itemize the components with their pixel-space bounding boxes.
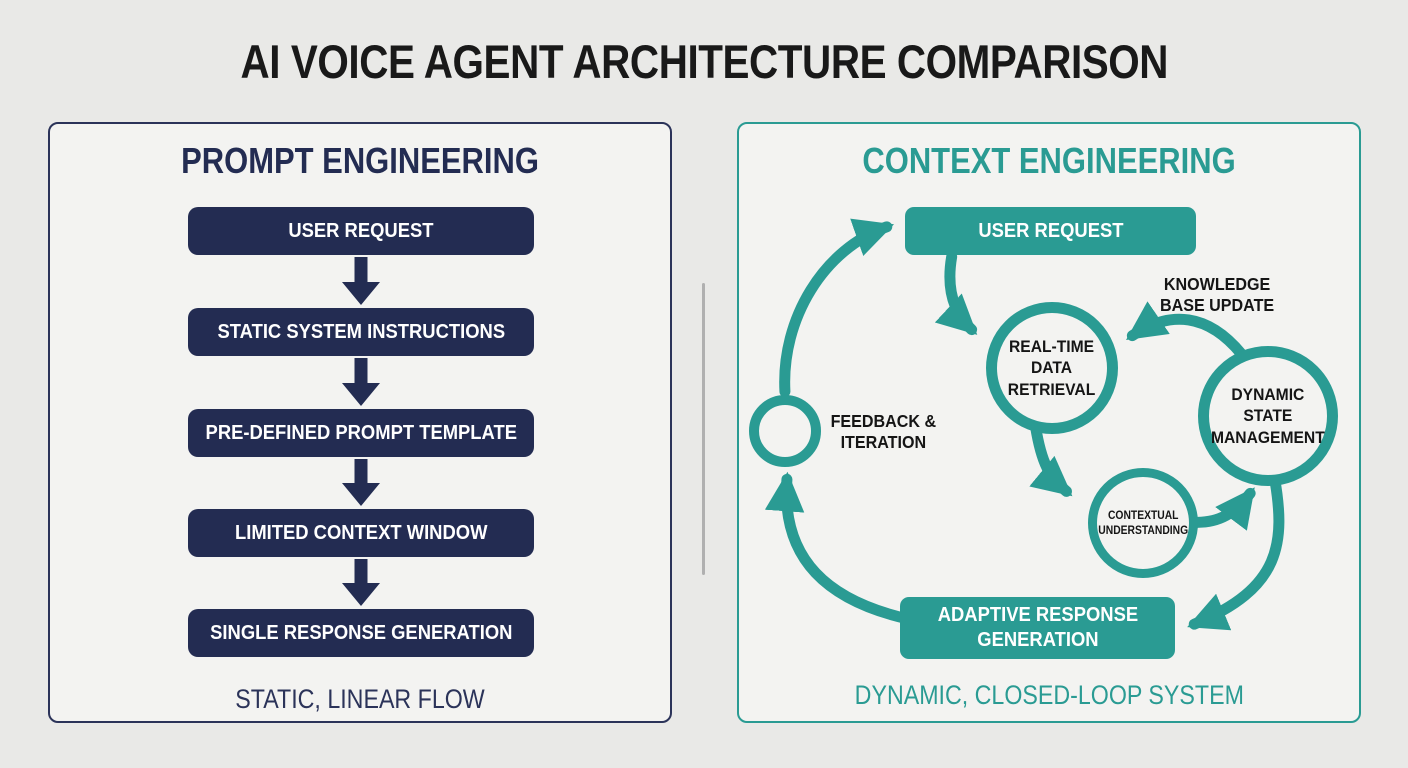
label-feedback-iteration: FEEDBACK & ITERATION: [830, 411, 937, 453]
panel-divider: [702, 283, 705, 575]
down-arrow: [342, 358, 380, 406]
flow-step-user-request: USER REQUEST: [188, 207, 534, 255]
prompt-engineering-panel: PROMPT ENGINEERING USER REQUEST STATIC S…: [48, 122, 672, 723]
arrow-contextual-to-dynamic: [1191, 487, 1256, 531]
arrow-adaptive-to-feedback: [764, 471, 915, 625]
arrow-feedback-to-user-request: [779, 218, 895, 398]
node-real-time-data-retrieval: REAL-TIME DATA RETRIEVAL: [986, 302, 1118, 434]
down-arrow: [342, 459, 380, 506]
down-arrow: [342, 257, 380, 305]
label-knowledge-base-update: KNOWLEDGE BASE UPDATE: [1159, 274, 1275, 316]
prompt-engineering-heading: PROMPT ENGINEERING: [181, 140, 539, 181]
arrow-user-request-to-real-time: [934, 251, 978, 336]
context-engineering-heading: CONTEXT ENGINEERING: [862, 140, 1236, 181]
node-user-request: USER REQUEST: [905, 207, 1196, 255]
down-arrow: [342, 559, 380, 606]
flow-step-pre-defined-prompt-template: PRE-DEFINED PROMPT TEMPLATE: [188, 409, 534, 457]
node-feedback-iteration-circle: [749, 395, 821, 467]
arrow-real-time-to-contextual: [1029, 421, 1073, 497]
node-contextual-understanding: CONTEXTUAL UNDERSTANDING: [1088, 468, 1198, 578]
right-panel-caption: DYNAMIC, CLOSED-LOOP SYSTEM: [854, 680, 1244, 710]
flow-step-static-system-instructions: STATIC SYSTEM INSTRUCTIONS: [188, 308, 534, 356]
node-adaptive-response-generation: ADAPTIVE RESPONSE GENERATION: [900, 597, 1175, 659]
page-title: AI VOICE AGENT ARCHITECTURE COMPARISON: [240, 35, 1168, 88]
arrow-knowledge-base-update: [1126, 301, 1247, 360]
flow-step-limited-context-window: LIMITED CONTEXT WINDOW: [188, 509, 534, 557]
arrow-dynamic-to-adaptive: [1187, 469, 1285, 631]
context-engineering-panel: CONTEXT ENGINEERING USER REQUEST REAL-TI…: [737, 122, 1361, 723]
flow-step-single-response-generation: SINGLE RESPONSE GENERATION: [188, 609, 534, 657]
node-dynamic-state-management: DYNAMIC STATE MANAGEMENT: [1198, 346, 1338, 486]
left-panel-caption: STATIC, LINEAR FLOW: [235, 684, 485, 714]
